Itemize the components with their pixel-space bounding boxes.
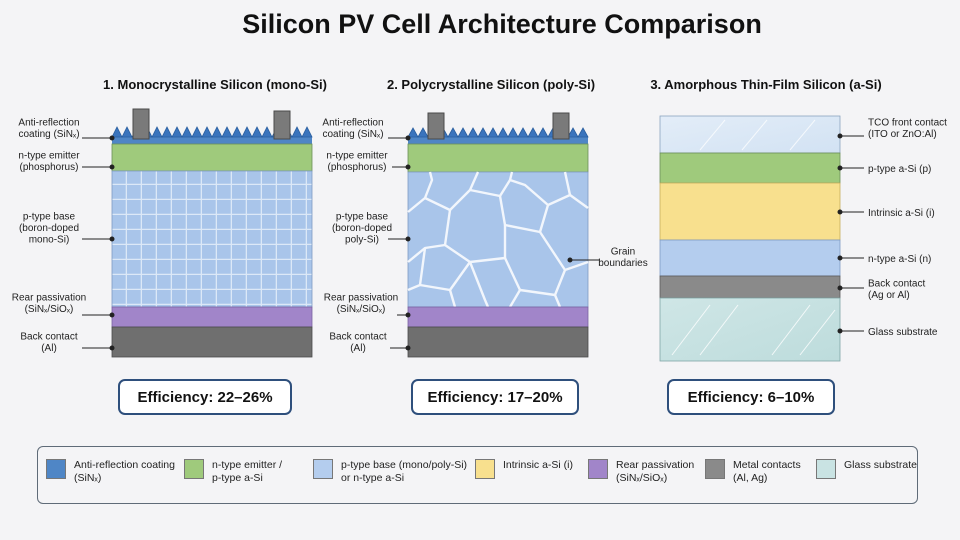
legend: Anti-reflection coating (SiNₓ) n-type em… xyxy=(37,446,918,504)
mono-emitter-layer xyxy=(111,143,313,172)
legend-label-intrinsic: Intrinsic a-Si (i) xyxy=(503,459,574,471)
asi-n-layer xyxy=(659,239,841,277)
poly-front-finger-right xyxy=(552,112,570,140)
mono-arc-layer xyxy=(112,137,312,144)
asi-tco-layer xyxy=(659,115,841,154)
legend-swatch-emitter xyxy=(184,459,204,479)
poly-label-back-contact: Back contact(Al) xyxy=(329,331,386,354)
poly-label-emitter: n-type emitter(phosphorus) xyxy=(326,150,388,173)
poly-front-finger-left xyxy=(427,112,445,140)
mono-label-emitter: n-type emitter(phosphorus) xyxy=(18,150,80,173)
panel-3-heading: 3. Amorphous Thin-Film Silicon (a-Si) xyxy=(650,77,881,92)
asi-glass-layer xyxy=(659,297,841,362)
asi-tco-sheen xyxy=(699,119,816,151)
asi-p-layer xyxy=(659,152,841,184)
asi-cell xyxy=(659,115,841,362)
legend-item-glass: Glass substrate xyxy=(816,459,917,479)
panel-2-heading: 2. Polycrystalline Silicon (poly-Si) xyxy=(387,77,595,92)
legend-swatch-arc xyxy=(46,459,66,479)
asi-label-p: p-type a-Si (p) xyxy=(868,164,931,175)
legend-label-glass: Glass substrate xyxy=(844,459,917,471)
legend-label-emitter: n-type emitter / p-type a-Si xyxy=(212,459,283,484)
mono-label-passivation: Rear passivation(SiNₓ/SiOₓ) xyxy=(12,292,86,315)
asi-leader-lines xyxy=(837,133,864,334)
asi-efficiency-box: Efficiency: 6–10% xyxy=(667,379,835,415)
asi-label-n: n-type a-Si (n) xyxy=(868,254,931,265)
poly-back-contact-layer xyxy=(407,326,589,358)
asi-label-tco: TCO front contact(ITO or ZnO:Al) xyxy=(868,117,947,140)
asi-glass-sheen xyxy=(671,304,836,356)
panel-1-heading: 1. Monocrystalline Silicon (mono-Si) xyxy=(103,77,327,92)
mono-label-back-contact: Back contact(Al) xyxy=(20,331,77,354)
poly-arc-layer xyxy=(408,137,588,144)
mono-passivation-layer xyxy=(111,306,313,328)
mono-base-layer xyxy=(111,170,313,308)
poly-si-cell xyxy=(407,112,589,358)
mono-si-cell xyxy=(111,108,313,358)
poly-grain-boundaries xyxy=(407,171,589,308)
legend-item-passivation: Rear passivation (SiNₓ/SiOₓ) xyxy=(588,459,694,485)
poly-efficiency-box: Efficiency: 17–20% xyxy=(411,379,579,415)
mono-front-finger-left xyxy=(132,108,150,140)
legend-swatch-base xyxy=(313,459,333,479)
mono-efficiency-box: Efficiency: 22–26% xyxy=(118,379,292,415)
legend-item-base: p-type base (mono/poly-Si) or n-type a-S… xyxy=(313,459,467,485)
asi-label-i: Intrinsic a-Si (i) xyxy=(868,208,935,219)
legend-item-intrinsic: Intrinsic a-Si (i) xyxy=(475,459,573,479)
legend-swatch-passivation xyxy=(588,459,608,479)
legend-label-passivation: Rear passivation (SiNₓ/SiOₓ) xyxy=(616,459,695,484)
mono-leader-lines xyxy=(82,135,115,351)
legend-swatch-metal xyxy=(705,459,725,479)
poly-passivation-layer xyxy=(407,306,589,328)
poly-emitter-layer xyxy=(407,143,589,173)
poly-label-passivation: Rear passivation(SiNₓ/SiOₓ) xyxy=(324,292,398,315)
legend-label-base: p-type base (mono/poly-Si) or n-type a-S… xyxy=(341,459,468,484)
page-title: Silicon PV Cell Architecture Comparison xyxy=(242,9,762,39)
asi-label-glass: Glass substrate xyxy=(868,327,938,338)
legend-item-arc: Anti-reflection coating (SiNₓ) xyxy=(46,459,175,485)
legend-label-arc: Anti-reflection coating (SiNₓ) xyxy=(74,459,175,484)
asi-i-layer xyxy=(659,182,841,241)
legend-item-metal: Metal contacts (Al, Ag) xyxy=(705,459,801,485)
legend-item-emitter: n-type emitter / p-type a-Si xyxy=(184,459,282,485)
asi-back-contact-layer xyxy=(659,275,841,299)
mono-back-contact-layer xyxy=(111,326,313,358)
poly-leader-lines xyxy=(388,135,600,351)
legend-swatch-glass xyxy=(816,459,836,479)
mono-front-finger-right xyxy=(273,110,291,140)
legend-label-metal: Metal contacts (Al, Ag) xyxy=(733,459,801,484)
asi-label-back-contact: Back contact(Ag or Al) xyxy=(868,278,925,301)
legend-swatch-intrinsic xyxy=(475,459,495,479)
